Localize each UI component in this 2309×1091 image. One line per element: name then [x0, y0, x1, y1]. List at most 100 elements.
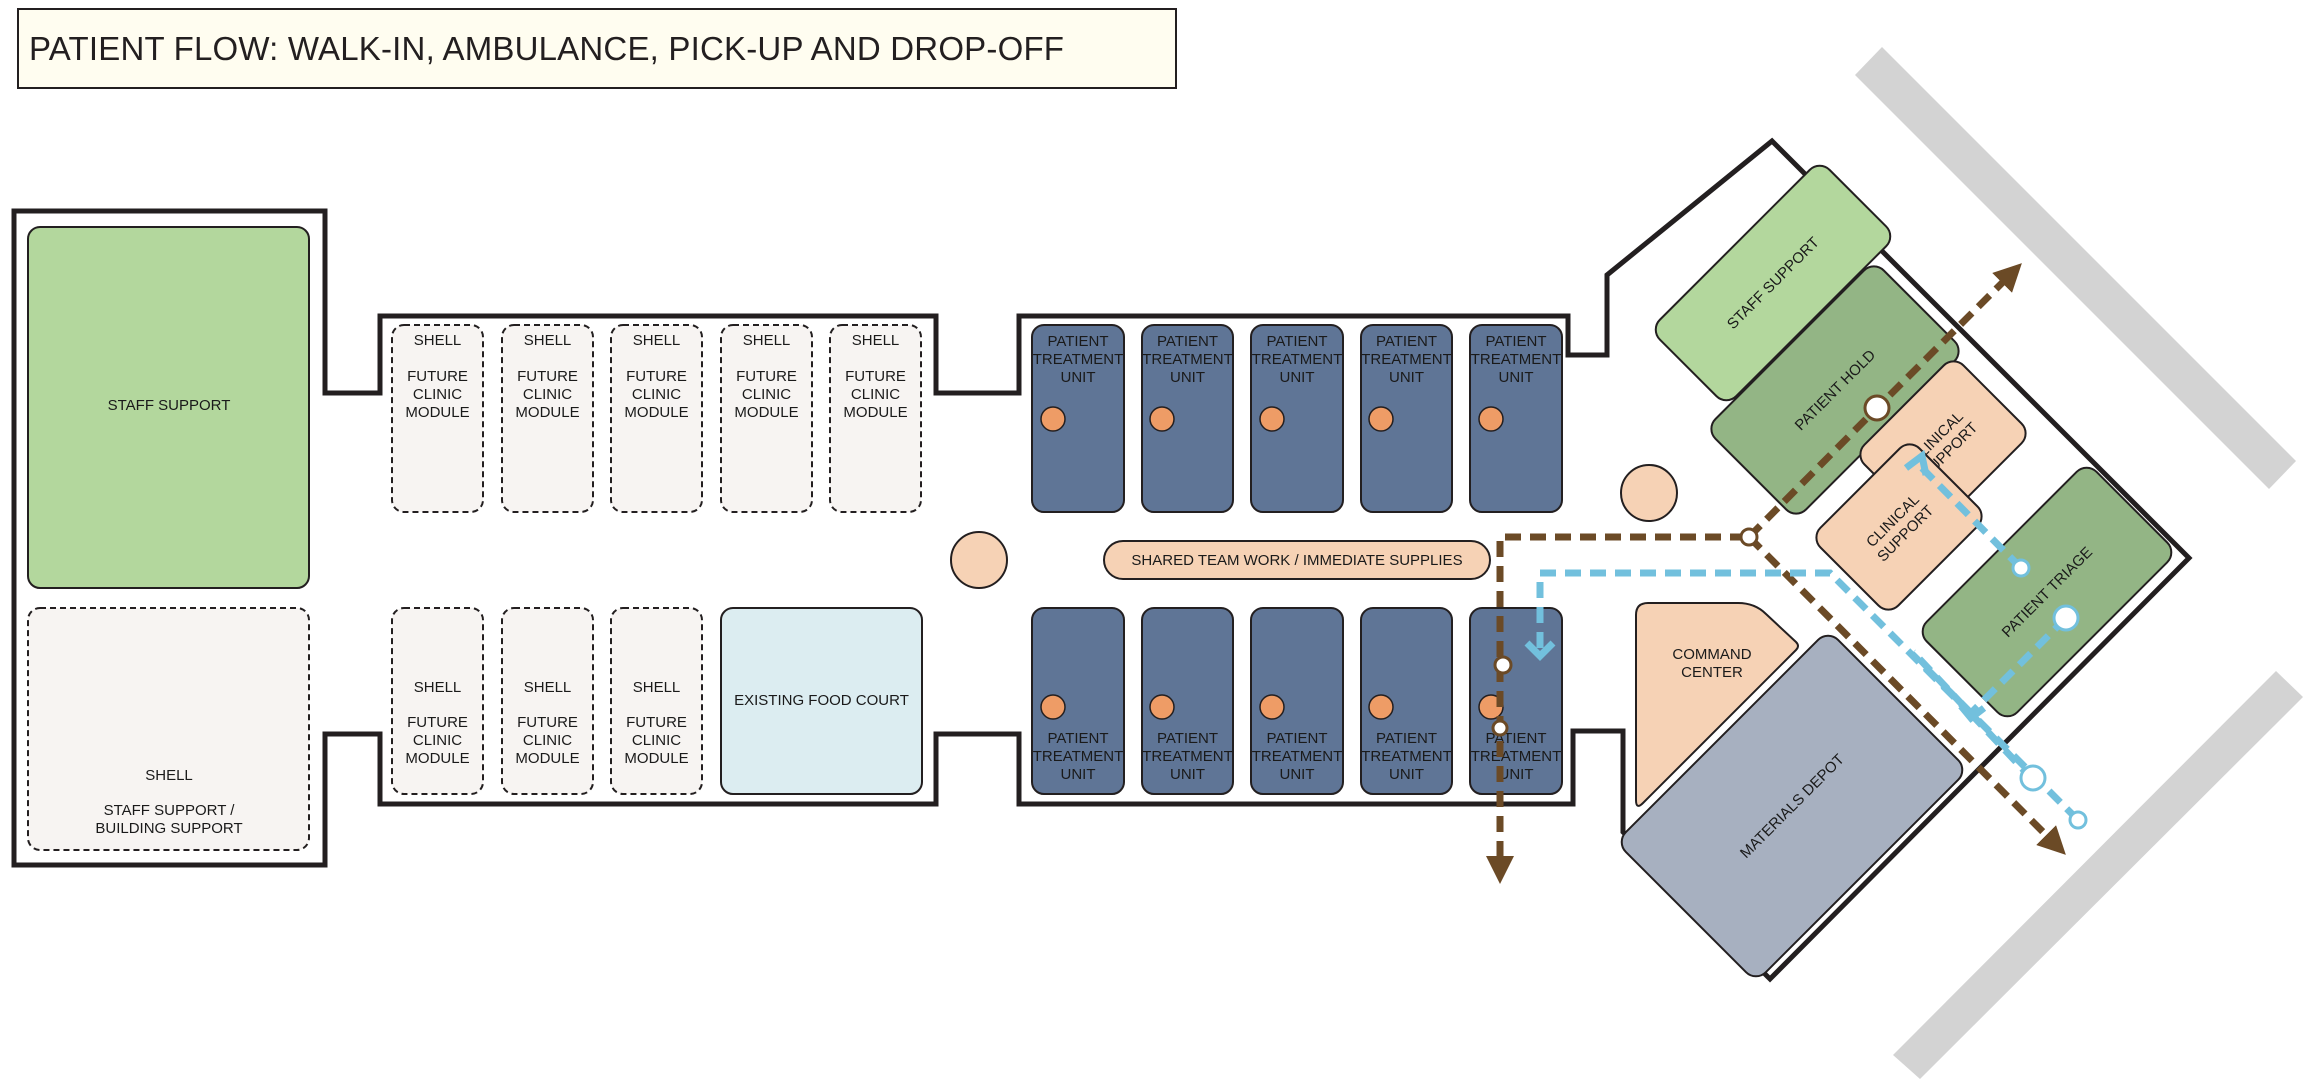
svg-text:MODULE: MODULE: [624, 404, 688, 421]
orange-dot: [1040, 694, 1066, 720]
patient-treatment-unit: PATIENT TREATMENT UNIT: [1031, 324, 1125, 513]
existing-food-court-label: EXISTING FOOD COURT: [734, 692, 909, 709]
svg-text:UNIT: UNIT: [1389, 766, 1424, 783]
flow-node: [1863, 394, 1891, 422]
road-strip-upper: [1855, 47, 2296, 489]
svg-text:TREATMENT: TREATMENT: [1361, 748, 1452, 765]
svg-text:UNIT: UNIT: [1170, 369, 1205, 386]
svg-text:UNIT: UNIT: [1170, 766, 1205, 783]
svg-text:TREATMENT: TREATMENT: [1033, 748, 1124, 765]
svg-text:UNIT: UNIT: [1061, 766, 1096, 783]
staff-support-label: STAFF SUPPORT: [108, 397, 231, 414]
svg-text:SHELL: SHELL: [743, 332, 791, 349]
svg-text:FUTURE: FUTURE: [517, 368, 578, 385]
svg-text:TREATMENT: TREATMENT: [1471, 351, 1562, 368]
orange-dot: [1149, 694, 1175, 720]
patient-treatment-unit: PATIENT TREATMENT UNIT: [1360, 324, 1453, 513]
svg-text:FUTURE: FUTURE: [626, 714, 687, 731]
blue-arrowhead: [1524, 640, 1556, 661]
svg-text:MODULE: MODULE: [624, 750, 688, 767]
flow-node: [1491, 719, 1509, 737]
staff-support-room: [27, 226, 310, 589]
svg-text:FUTURE: FUTURE: [626, 368, 687, 385]
svg-text:MODULE: MODULE: [515, 750, 579, 767]
svg-text:PATIENT: PATIENT: [1266, 333, 1327, 350]
shared-team-work-label: SHARED TEAM WORK / IMMEDIATE SUPPLIES: [1131, 552, 1462, 569]
svg-text:UNIT: UNIT: [1389, 369, 1424, 386]
svg-text:TREATMENT: TREATMENT: [1252, 748, 1343, 765]
flow-node: [1739, 527, 1759, 547]
future-clinic-module: SHELL FUTURE CLINIC MODULE: [829, 324, 922, 513]
shell-label: SHELL: [145, 767, 193, 784]
svg-text:SHELL: SHELL: [633, 332, 681, 349]
corridor-circle: [950, 531, 1008, 589]
svg-text:PATIENT: PATIENT: [1485, 333, 1546, 350]
orange-dot: [1149, 406, 1175, 432]
svg-text:FUTURE: FUTURE: [407, 368, 468, 385]
orange-dot: [1368, 694, 1394, 720]
staff-support-wing: STAFF SUPPORT: [1654, 164, 1892, 402]
svg-text:PATIENT: PATIENT: [1266, 730, 1327, 747]
patient-triage: PATIENT TRIAGE: [1921, 466, 2173, 718]
svg-text:FUTURE: FUTURE: [736, 368, 797, 385]
svg-text:CLINIC: CLINIC: [413, 386, 462, 403]
svg-text:SHELL: SHELL: [633, 679, 681, 696]
orange-dot: [1040, 406, 1066, 432]
orange-dot: [1259, 406, 1285, 432]
flow-node: [2068, 810, 2088, 830]
svg-text:CLINIC: CLINIC: [523, 732, 572, 749]
svg-text:CLINIC: CLINIC: [632, 732, 681, 749]
future-clinic-module: SHELL FUTURE CLINIC MODULE: [610, 607, 703, 795]
svg-text:MODULE: MODULE: [515, 404, 579, 421]
svg-text:UNIT: UNIT: [1280, 369, 1315, 386]
svg-text:UNIT: UNIT: [1499, 369, 1534, 386]
svg-text:TREATMENT: TREATMENT: [1142, 748, 1233, 765]
svg-text:PATIENT: PATIENT: [1047, 730, 1108, 747]
svg-text:PATIENT: PATIENT: [1376, 333, 1437, 350]
orange-dot: [1478, 406, 1504, 432]
right-wing-circle: [1620, 464, 1678, 522]
svg-text:UNIT: UNIT: [1061, 369, 1096, 386]
svg-text:FUTURE: FUTURE: [845, 368, 906, 385]
svg-text:CLINIC: CLINIC: [523, 386, 572, 403]
patient-treatment-unit: PATIENT TREATMENT UNIT: [1469, 324, 1563, 513]
patient-treatment-unit: PATIENT TREATMENT UNIT: [1469, 607, 1563, 795]
flow-node: [2011, 558, 2031, 578]
svg-text:SHELL: SHELL: [414, 679, 462, 696]
svg-text:PATIENT: PATIENT: [1157, 333, 1218, 350]
patient-treatment-unit: PATIENT TREATMENT UNIT: [1141, 607, 1234, 795]
patient-treatment-unit: PATIENT TREATMENT UNIT: [1141, 324, 1234, 513]
shell-staff-building-support: [27, 607, 310, 851]
patient-treatment-unit: PATIENT TREATMENT UNIT: [1250, 607, 1344, 795]
future-clinic-module: SHELL FUTURE CLINIC MODULE: [610, 324, 703, 513]
future-clinic-module: SHELL FUTURE CLINIC MODULE: [501, 324, 594, 513]
blue-arrowhead: [1903, 449, 1930, 476]
svg-text:SHELL: SHELL: [524, 332, 572, 349]
svg-text:TREATMENT: TREATMENT: [1361, 351, 1452, 368]
svg-text:SHELL: SHELL: [524, 679, 572, 696]
flow-node: [2052, 604, 2080, 632]
svg-text:PATIENT: PATIENT: [1157, 730, 1218, 747]
svg-text:MODULE: MODULE: [405, 404, 469, 421]
flow-node: [1493, 655, 1513, 675]
flow-node: [2019, 764, 2047, 792]
svg-text:MODULE: MODULE: [405, 750, 469, 767]
command-center-label-1: COMMAND: [1672, 646, 1751, 663]
orange-dot: [1368, 406, 1394, 432]
future-clinic-module: SHELL FUTURE CLINIC MODULE: [391, 607, 484, 795]
staff-building-support-label-1: STAFF SUPPORT /: [104, 802, 236, 819]
svg-text:TREATMENT: TREATMENT: [1033, 351, 1124, 368]
svg-text:FUTURE: FUTURE: [517, 714, 578, 731]
patient-treatment-unit: PATIENT TREATMENT UNIT: [1360, 607, 1453, 795]
svg-text:PATIENT: PATIENT: [1047, 333, 1108, 350]
patient-treatment-unit: PATIENT TREATMENT UNIT: [1250, 324, 1344, 513]
orange-dot: [1259, 694, 1285, 720]
shared-team-work-bar: [1103, 540, 1491, 580]
materials-depot: MATERIALS DEPOT: [1620, 634, 1964, 978]
svg-text:TREATMENT: TREATMENT: [1142, 351, 1233, 368]
svg-text:UNIT: UNIT: [1499, 766, 1534, 783]
svg-text:CLINIC: CLINIC: [851, 386, 900, 403]
svg-text:SHELL: SHELL: [852, 332, 900, 349]
road-strip-lower: [1893, 671, 2303, 1079]
svg-text:MODULE: MODULE: [843, 404, 907, 421]
